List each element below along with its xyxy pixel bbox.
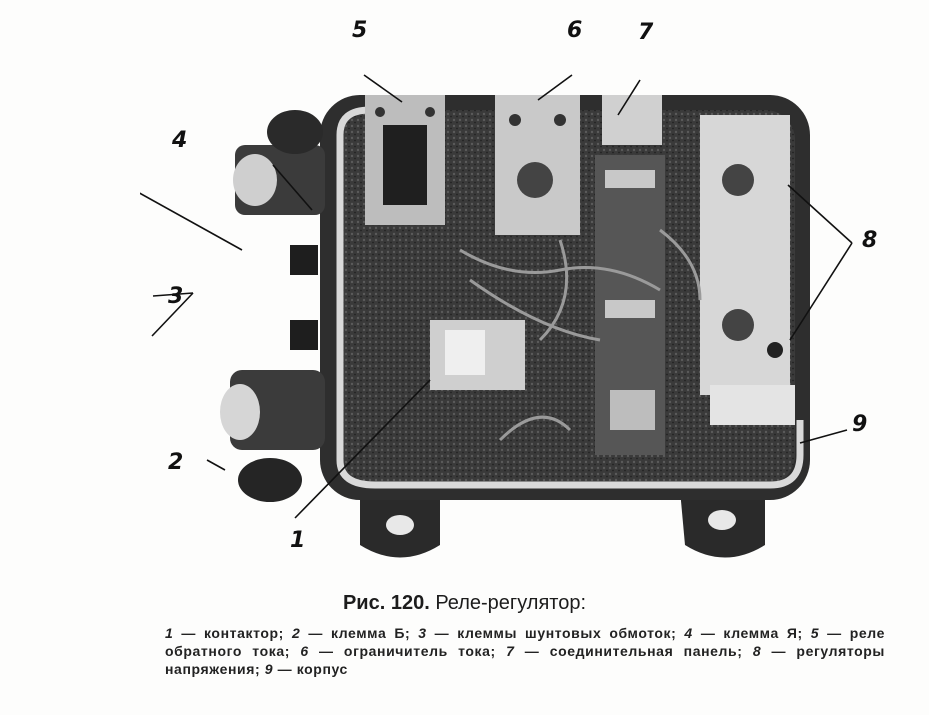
legend-text: — соединительная панель; (514, 643, 753, 659)
legend-num: 1 (165, 625, 174, 641)
callout-6: 6 (567, 18, 583, 43)
contactor (430, 320, 525, 390)
voltage-regulators (700, 115, 795, 425)
leader-lines (140, 74, 853, 519)
legend-num: 6 (300, 643, 309, 659)
callout-4: 4 (172, 128, 188, 153)
legend-text: — ограничитель тока; (308, 643, 507, 659)
legend-num: 9 (264, 661, 274, 677)
terminal-ya (233, 110, 325, 215)
connection-panel (595, 95, 665, 455)
wiring (459, 228, 702, 442)
current-limiter (495, 95, 580, 235)
figure-legend: 1 — контактор; 2 — клемма Б; 3 — клеммы … (165, 624, 885, 678)
legend-num: 5 (810, 625, 820, 641)
callout-7: 7 (638, 20, 654, 45)
legend-text: — клемма Я; (692, 625, 811, 641)
callout-8: 8 (862, 228, 878, 253)
legend-num: 2 (291, 625, 301, 641)
terminal-b (220, 370, 325, 502)
figure-label: Рис. 120. (342, 592, 430, 614)
legend-num: 3 (418, 625, 427, 641)
callout-3: 3 (168, 284, 184, 309)
legend-text: — контактор; (173, 625, 292, 641)
legend-text: — корпус (273, 661, 348, 677)
legend-text: — клемма Б; (300, 625, 419, 641)
legend-text: — регуляторы напряжения; (165, 643, 885, 677)
shunt-winding-terminals (290, 245, 318, 350)
figure-title: Реле-регулятор: (435, 592, 587, 614)
reverse-current-relay (365, 95, 445, 225)
legend-num: 8 (752, 643, 762, 659)
relay-regulator-photo (140, 74, 853, 558)
legend-num: 7 (506, 643, 515, 659)
figure-caption: Рис. 120. Реле-регулятор: (0, 592, 929, 615)
callout-9: 9 (852, 412, 868, 437)
legend-text: — реле обратного тока; (165, 625, 885, 659)
callout-1: 1 (290, 528, 306, 553)
legend-text: — клеммы шунтовых обмоток; (426, 625, 685, 641)
callout-2: 2 (168, 450, 184, 475)
legend-num: 4 (684, 625, 693, 641)
callout-5: 5 (352, 18, 368, 43)
